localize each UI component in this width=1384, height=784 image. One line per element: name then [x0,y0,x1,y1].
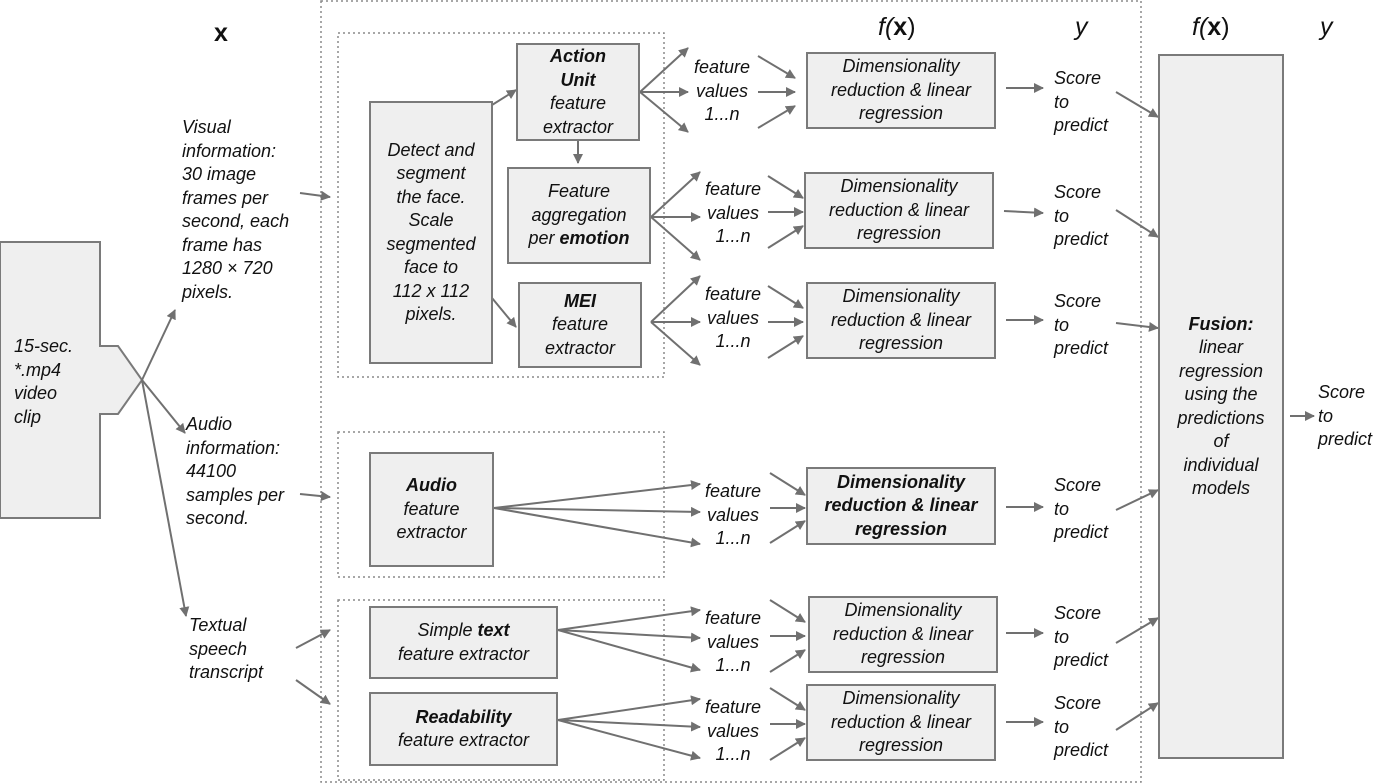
action-unit-extractor-box: Action Unit feature extractor [516,43,640,141]
header-fusion-y: y [1320,13,1333,41]
detect-face-box: Detect and segment the face. Scale segme… [369,101,493,364]
header-y: y [1075,13,1088,41]
model-region-frame [320,0,1142,783]
header-fx: f(x) [878,13,916,41]
connector-arrows [141,47,1315,761]
header-x: x [214,19,228,47]
header-fusion-fx: f(x) [1192,13,1230,41]
audio-extractor-box: Audio feature extractor [369,452,494,567]
visual-information-label: Visual information: 30 image frames per … [182,117,290,302]
mei-extractor-box: MEI feature extractor [518,282,642,368]
feature-aggregation-box: Feature aggregation per emotion [507,167,651,264]
text-group-frame [337,599,665,781]
simple-text-extractor-box: Simple text feature extractor [369,606,558,679]
input-arrow-shape [0,241,144,519]
audio-information-label: Audio information: 44100 samples per sec… [186,414,285,528]
readability-extractor-box: Readability feature extractor [369,692,558,766]
input-video-label: 15-sec. *.mp4 video clip [14,336,74,427]
fusion-box: Fusion: linear regression using the pred… [1158,54,1284,759]
textual-transcript-label: Textual speech transcript [189,615,264,682]
